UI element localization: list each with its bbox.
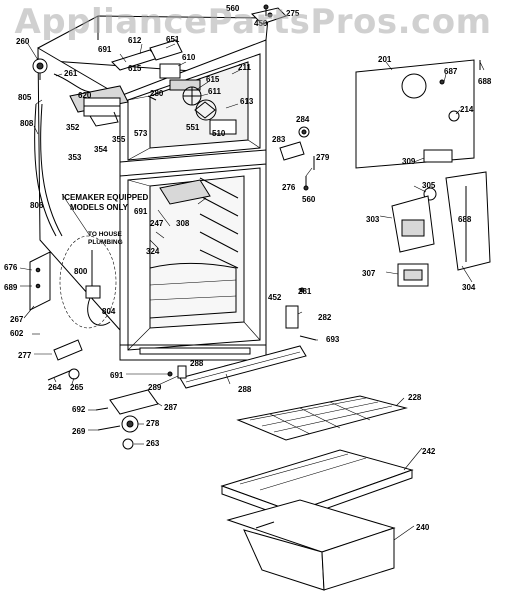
part-label: 214 — [460, 105, 474, 114]
plumbing-note-line1: TO HOUSE — [88, 231, 122, 238]
part-label: 304 — [462, 283, 476, 292]
part-label: 691 — [110, 371, 124, 380]
part-label: 355 — [112, 135, 126, 144]
top-mounted-parts — [32, 4, 287, 127]
part-label: 615 — [206, 75, 220, 84]
part-label: 263 — [146, 439, 160, 448]
part-label: 265 — [70, 383, 84, 392]
part-label: 289 — [148, 383, 162, 392]
shelves-and-crisper — [220, 395, 414, 591]
part-label: 610 — [182, 53, 196, 62]
part-label: 613 — [240, 97, 254, 106]
part-label: 808 — [20, 119, 34, 128]
part-label: 805 — [18, 93, 32, 102]
icemaker-note-line2: MODELS ONLY — [70, 203, 129, 212]
part-label: 211 — [238, 63, 251, 72]
part-label: 279 — [316, 153, 330, 162]
diagram-notes: ICEMAKER EQUIPPED MODELS ONLY TO HOUSE P… — [62, 193, 148, 246]
part-label: 309 — [402, 157, 416, 166]
control-and-light-parts — [279, 126, 491, 341]
part-label: 651 — [166, 35, 180, 44]
icemaker-plumbing-parts — [29, 103, 117, 381]
part-label: 283 — [272, 135, 286, 144]
part-label: 247 — [150, 219, 164, 228]
leader-lines — [19, 43, 485, 541]
part-label: 240 — [416, 523, 430, 532]
part-label: 450 — [254, 19, 268, 28]
part-label: 288 — [190, 359, 204, 368]
part-label: 691 — [98, 45, 112, 54]
part-label: 275 — [286, 9, 300, 18]
part-label: 688 — [478, 77, 492, 86]
part-label: 688 — [458, 215, 472, 224]
part-label: 267 — [10, 315, 24, 324]
part-label: 510 — [212, 129, 226, 138]
part-label: 551 — [186, 123, 200, 132]
part-label: 324 — [146, 247, 160, 256]
part-label: 277 — [18, 351, 32, 360]
part-label: 602 — [10, 329, 24, 338]
part-label: 278 — [146, 419, 160, 428]
part-label: 305 — [422, 181, 436, 190]
part-label: 269 — [72, 427, 86, 436]
part-label: 264 — [48, 383, 62, 392]
freezer-back-panel — [355, 59, 481, 169]
part-label: 353 — [68, 153, 82, 162]
part-label: 303 — [366, 215, 380, 224]
icemaker-note-line1: ICEMAKER EQUIPPED — [62, 193, 148, 202]
part-label: 573 — [134, 129, 148, 138]
part-label: 280 — [150, 89, 164, 98]
part-label: 261 — [64, 69, 78, 78]
part-label: 560 — [226, 4, 240, 13]
part-label: 228 — [408, 393, 422, 402]
part-label: 615 — [128, 64, 142, 73]
plumbing-note-line2: PLUMBING — [88, 239, 123, 246]
part-label: 284 — [296, 115, 310, 124]
part-label: 352 — [66, 123, 80, 132]
part-label: 620 — [78, 91, 92, 100]
part-label: 560 — [302, 195, 316, 204]
cabinet-body — [37, 15, 269, 361]
part-label: 282 — [318, 313, 332, 322]
part-label: 242 — [422, 447, 436, 456]
part-label: 307 — [362, 269, 376, 278]
part-label: 287 — [164, 403, 178, 412]
part-label: 452 — [268, 293, 282, 302]
part-number-labels: 560 450 275 260 261 691 612 651 610 615 … — [4, 4, 492, 532]
part-label: 354 — [94, 145, 108, 154]
part-label: 676 — [4, 263, 18, 272]
part-label: 693 — [326, 335, 340, 344]
part-label: 689 — [4, 283, 18, 292]
part-label: 281 — [298, 287, 312, 296]
part-label: 308 — [176, 219, 190, 228]
bottom-parts — [95, 345, 307, 450]
part-label: 288 — [238, 385, 252, 394]
part-label: 800 — [74, 267, 88, 276]
part-label: 692 — [72, 405, 86, 414]
part-label: 276 — [282, 183, 296, 192]
part-label: 201 — [378, 55, 392, 64]
part-label: 612 — [128, 36, 142, 45]
part-label: 806 — [30, 201, 44, 210]
part-label: 691 — [134, 207, 148, 216]
part-label: 260 — [16, 37, 30, 46]
part-label: 611 — [208, 87, 221, 96]
part-label: 687 — [444, 67, 458, 76]
part-label: 804 — [102, 307, 116, 316]
